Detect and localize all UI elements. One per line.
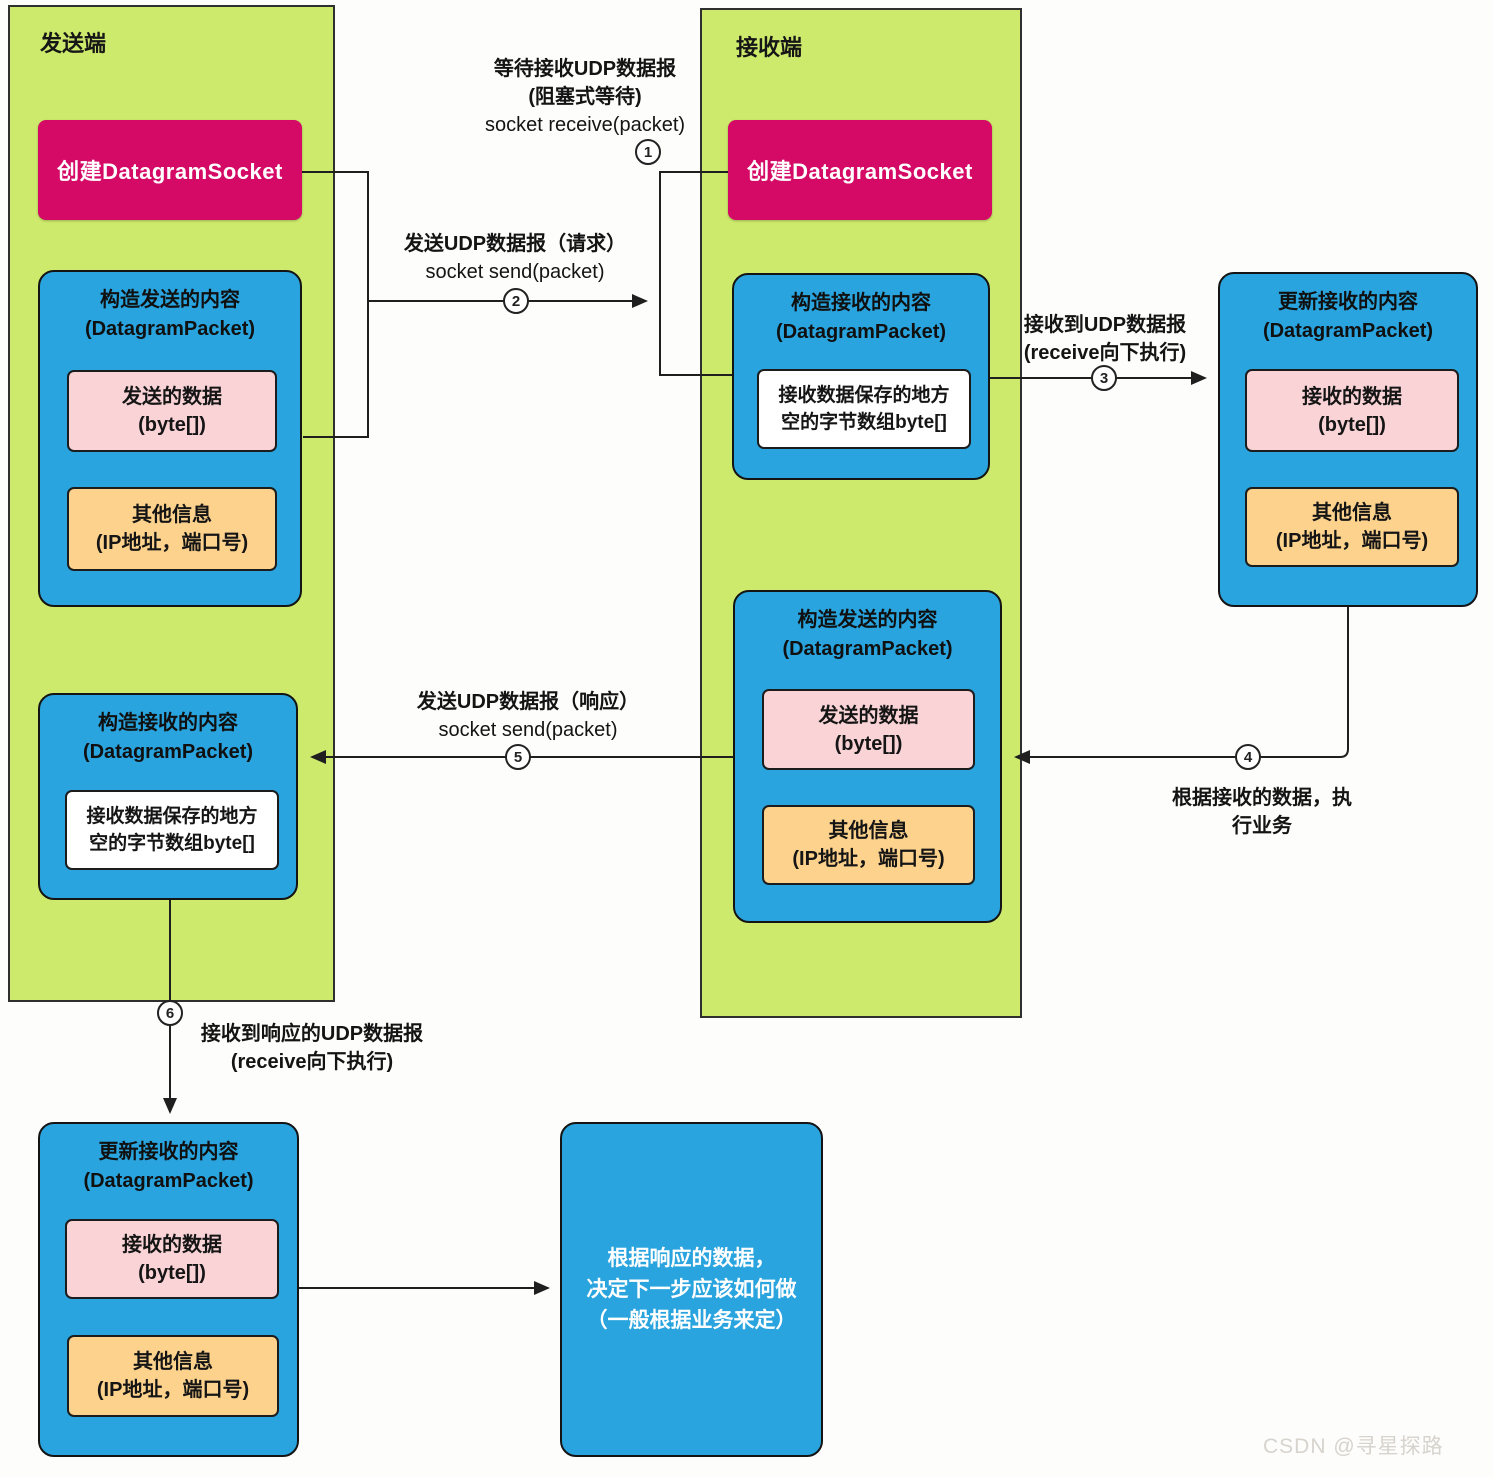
receiver-recv-buffer-box: 接收数据保存的地方 空的字节数组byte[] bbox=[757, 369, 971, 449]
decide-line1: 根据响应的数据， bbox=[607, 1247, 776, 1270]
label-receive-response-line2: (receive向下执行) bbox=[230, 1051, 394, 1073]
sender-build-recv-subtitle: (DatagramPacket) bbox=[82, 741, 254, 763]
label-receive-response-line1: 接收到响应的UDP数据报 bbox=[200, 1023, 424, 1045]
label-wait-receive: 等待接收UDP数据报 (阻塞式等待) socket receive(packet… bbox=[425, 55, 745, 139]
receiver-update-recv-box: 更新接收的内容 (DatagramPacket) 接收的数据 (byte[]) … bbox=[1218, 272, 1478, 607]
sender-build-send-subtitle: (DatagramPacket) bbox=[84, 318, 256, 340]
watermark: CSDN @寻星探路 bbox=[1263, 1435, 1444, 1458]
receiver-send-data-box: 发送的数据 (byte[]) bbox=[762, 689, 975, 770]
label-wait-receive-line1: 等待接收UDP数据报 bbox=[493, 58, 677, 80]
receiver-send-data-line1: 发送的数据 bbox=[818, 704, 919, 727]
receiver-wait-line bbox=[659, 171, 750, 376]
receiver-recv-data-box: 接收的数据 (byte[]) bbox=[1245, 369, 1459, 452]
step-circle-5: 5 bbox=[505, 744, 531, 770]
label-execute-business: 根据接收的数据，执 行业务 bbox=[1130, 784, 1394, 840]
receiver-recv-buffer-line2: 空的字节数组byte[] bbox=[781, 412, 947, 433]
label-receive-response: 接收到响应的UDP数据报 (receive向下执行) bbox=[182, 1020, 442, 1076]
receiver-build-send-box: 构造发送的内容 (DatagramPacket) 发送的数据 (byte[]) … bbox=[733, 590, 1002, 923]
step-circle-6: 6 bbox=[157, 1000, 183, 1026]
label-execute-business-line2: 行业务 bbox=[1232, 815, 1292, 837]
receiver-recv-other-box: 其他信息 (IP地址，端口号) bbox=[1245, 487, 1459, 567]
receiver-create-socket-box: 创建DatagramSocket bbox=[728, 120, 992, 220]
sender-build-send-box: 构造发送的内容 (DatagramPacket) 发送的数据 (byte[]) … bbox=[38, 270, 302, 607]
sender-create-socket-label: 创建DatagramSocket bbox=[57, 159, 283, 184]
label-send-response-line2: socket send(packet) bbox=[438, 719, 618, 741]
receiver-panel-title: 接收端 bbox=[736, 35, 803, 60]
label-execute-business-line1: 根据接收的数据，执 bbox=[1172, 787, 1352, 809]
sender-recv-buffer-box: 接收数据保存的地方 空的字节数组byte[] bbox=[65, 790, 279, 870]
label-receive-datagram: 接收到UDP数据报 (receive向下执行) bbox=[975, 311, 1235, 367]
label-receive-datagram-line1: 接收到UDP数据报 bbox=[1023, 314, 1187, 336]
label-send-response: 发送UDP数据报（响应） socket send(packet) bbox=[380, 688, 676, 744]
sender-panel-title: 发送端 bbox=[40, 31, 107, 56]
sender-recv-other-line2: (IP地址，端口号) bbox=[96, 1379, 250, 1401]
sender-update-recv-box: 更新接收的内容 (DatagramPacket) 接收的数据 (byte[]) … bbox=[38, 1122, 299, 1457]
sender-update-recv-subtitle: (DatagramPacket) bbox=[83, 1170, 254, 1192]
arrow-execute-business bbox=[1014, 607, 1349, 764]
receiver-build-recv-title: 构造接收的内容 bbox=[791, 292, 931, 314]
receiver-recv-data-line1: 接收的数据 bbox=[1302, 385, 1402, 408]
receiver-create-socket-label: 创建DatagramSocket bbox=[747, 159, 973, 184]
receiver-recv-buffer-line1: 接收数据保存的地方 bbox=[778, 385, 950, 406]
label-wait-receive-line3: socket receive(packet) bbox=[484, 114, 686, 136]
decide-box: 根据响应的数据， 决定下一步应该如何做 （一般根据业务来定） bbox=[560, 1122, 823, 1457]
receiver-other-info-line1: 其他信息 bbox=[828, 820, 909, 842]
sender-other-info-line2: (IP地址，端口号) bbox=[95, 532, 249, 554]
receiver-build-send-subtitle: (DatagramPacket) bbox=[782, 638, 953, 660]
sender-create-socket-box: 创建DatagramSocket bbox=[38, 120, 302, 220]
step-circle-1: 1 bbox=[635, 139, 661, 165]
receiver-update-recv-title: 更新接收的内容 bbox=[1278, 291, 1418, 313]
step-circle-4: 4 bbox=[1235, 744, 1261, 770]
label-send-request-line2: socket send(packet) bbox=[425, 261, 605, 283]
receiver-recv-data-line2: (byte[]) bbox=[1318, 413, 1386, 436]
sender-build-recv-box: 构造接收的内容 (DatagramPacket) 接收数据保存的地方 空的字节数… bbox=[38, 693, 298, 900]
sender-junction-line bbox=[302, 171, 369, 438]
sender-update-recv-title: 更新接收的内容 bbox=[98, 1141, 239, 1163]
receiver-build-send-title: 构造发送的内容 bbox=[797, 609, 938, 631]
receiver-build-recv-subtitle: (DatagramPacket) bbox=[775, 321, 947, 343]
sender-build-send-title: 构造发送的内容 bbox=[100, 289, 240, 311]
sender-recv-buffer-line2: 空的字节数组byte[] bbox=[89, 833, 255, 854]
sender-recv-data-line2: (byte[]) bbox=[138, 1262, 206, 1284]
sender-build-recv-title: 构造接收的内容 bbox=[98, 712, 238, 734]
sender-send-data-line2: (byte[]) bbox=[138, 414, 206, 436]
decide-line2: 决定下一步应该如何做 bbox=[586, 1278, 797, 1301]
label-send-response-line1: 发送UDP数据报（响应） bbox=[416, 691, 640, 713]
receiver-update-recv-subtitle: (DatagramPacket) bbox=[1262, 320, 1434, 342]
sender-send-data-box: 发送的数据 (byte[]) bbox=[67, 370, 277, 452]
label-wait-receive-line2: (阻塞式等待) bbox=[528, 86, 642, 108]
receiver-recv-other-line2: (IP地址，端口号) bbox=[1275, 530, 1429, 552]
sender-other-info-box: 其他信息 (IP地址，端口号) bbox=[67, 487, 277, 571]
step-circle-2: 2 bbox=[503, 288, 529, 314]
sender-recv-other-line1: 其他信息 bbox=[133, 1351, 213, 1373]
label-send-request: 发送UDP数据报（请求） socket send(packet) bbox=[365, 230, 665, 286]
sender-recv-data-box: 接收的数据 (byte[]) bbox=[65, 1219, 279, 1299]
step-circle-3: 3 bbox=[1091, 365, 1117, 391]
label-send-request-line1: 发送UDP数据报（请求） bbox=[403, 233, 627, 255]
sender-recv-other-box: 其他信息 (IP地址，端口号) bbox=[67, 1335, 279, 1417]
sender-recv-data-line1: 接收的数据 bbox=[122, 1234, 222, 1256]
label-receive-datagram-line2: (receive向下执行) bbox=[1023, 342, 1187, 364]
sender-other-info-line1: 其他信息 bbox=[132, 504, 212, 526]
receiver-other-info-box: 其他信息 (IP地址，端口号) bbox=[762, 805, 975, 885]
receiver-send-data-line2: (byte[]) bbox=[834, 732, 903, 755]
receiver-recv-other-line1: 其他信息 bbox=[1312, 502, 1392, 524]
receiver-other-info-line2: (IP地址，端口号) bbox=[792, 848, 945, 870]
receiver-build-recv-box: 构造接收的内容 (DatagramPacket) 接收数据保存的地方 空的字节数… bbox=[732, 273, 990, 480]
decide-line3: （一般根据业务来定） bbox=[586, 1309, 797, 1332]
sender-send-data-line1: 发送的数据 bbox=[122, 386, 222, 408]
sender-recv-buffer-line1: 接收数据保存的地方 bbox=[86, 806, 258, 827]
